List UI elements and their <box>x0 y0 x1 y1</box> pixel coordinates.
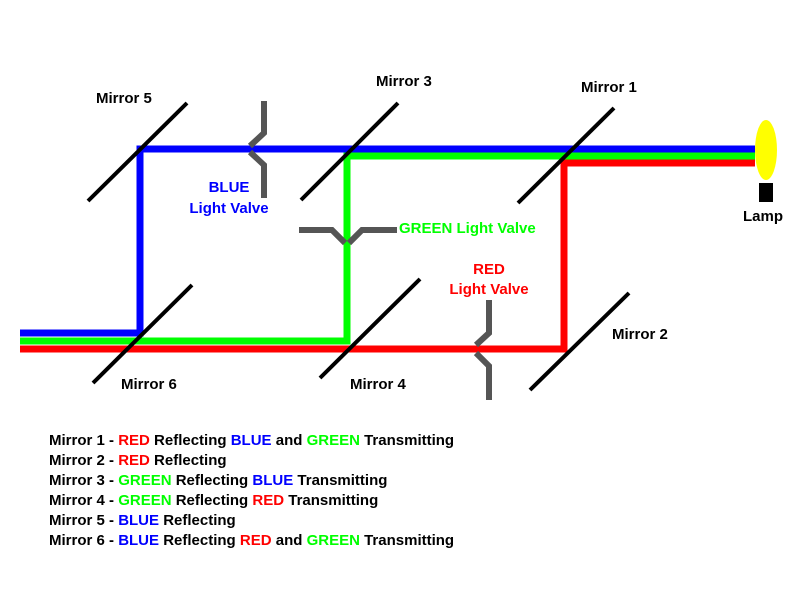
mirror-6 <box>91 283 194 385</box>
mirror-1 <box>516 106 616 205</box>
legend-line-6: Mirror 6 - BLUE Reflecting RED and GREEN… <box>49 531 454 551</box>
legend-line-2-segment: Reflecting <box>149 452 227 469</box>
legend-line-5-segment: BLUE <box>118 512 160 529</box>
blue-valve-label-line1: BLUE <box>209 179 250 196</box>
legend-line-3-segment: Mirror 3 - <box>49 472 119 489</box>
lamp <box>755 120 777 202</box>
legend-line-5-segment: Reflecting <box>159 512 236 529</box>
green-light-path <box>20 152 755 345</box>
legend-line-1-segment: Transmitting <box>359 432 455 449</box>
blue-valve-label-line2: Light Valve <box>189 200 268 217</box>
legend-line-3-segment: BLUE <box>252 472 294 489</box>
red-light-path <box>20 159 755 353</box>
mirror-5 <box>86 101 189 203</box>
legend-line-4-segment: GREEN <box>118 492 172 509</box>
mirror-4-label: Mirror 4 <box>350 376 407 393</box>
legend-line-6-segment: and <box>271 532 307 549</box>
red-valve-label-line1: RED <box>473 261 505 278</box>
lamp-bulb <box>755 120 777 180</box>
legend-line-4-segment: Transmitting <box>284 492 379 509</box>
legend-line-1-segment: GREEN <box>306 432 360 449</box>
legend-line-6-segment: Reflecting <box>159 532 240 549</box>
mirror-6-label: Mirror 6 <box>121 376 177 393</box>
mirror-3 <box>299 101 400 202</box>
mirror-5-label: Mirror 5 <box>96 90 152 107</box>
legend-line-2-segment: Mirror 2 - <box>49 452 119 469</box>
mirror-1-label: Mirror 1 <box>581 79 637 96</box>
mirror-legend: Mirror 1 - RED Reflecting BLUE and GREEN… <box>49 431 454 551</box>
mirror-4 <box>318 277 422 380</box>
legend-line-6-segment: Mirror 6 - <box>49 532 119 549</box>
legend-line-1-segment: and <box>271 432 307 449</box>
legend-line-4-segment: Reflecting <box>171 492 253 509</box>
legend-line-1: Mirror 1 - RED Reflecting BLUE and GREEN… <box>49 431 454 451</box>
legend-line-1-segment: Reflecting <box>149 432 231 449</box>
blue-light-valve <box>247 101 267 198</box>
blue-light-path <box>20 145 755 337</box>
labels: Mirror 1 Mirror 2 Mirror 3 Mirror 4 Mirr… <box>96 73 783 393</box>
green-valve-label: GREEN Light Valve <box>399 220 536 237</box>
legend-line-6-segment: RED <box>239 532 272 549</box>
legend-line-3-segment: Reflecting <box>171 472 253 489</box>
legend-line-2: Mirror 2 - RED Reflecting <box>49 451 454 471</box>
legend-line-1-segment: Mirror 1 - <box>49 432 119 449</box>
legend-line-5: Mirror 5 - BLUE Reflecting <box>49 511 454 531</box>
legend-line-6-segment: BLUE <box>118 532 160 549</box>
legend-line-6-segment: Transmitting <box>359 532 455 549</box>
mirror-2-label: Mirror 2 <box>612 326 668 343</box>
red-light-valve <box>473 300 492 400</box>
mirror-2 <box>528 291 631 392</box>
green-light-valve <box>299 227 397 246</box>
legend-line-2-segment: RED <box>118 452 150 469</box>
legend-line-6-segment: GREEN <box>306 532 360 549</box>
light-valves <box>247 101 492 400</box>
light-paths <box>20 145 755 353</box>
mirrors <box>86 101 631 392</box>
legend-line-4: Mirror 4 - GREEN Reflecting RED Transmit… <box>49 491 454 511</box>
legend-line-3: Mirror 3 - GREEN Reflecting BLUE Transmi… <box>49 471 454 491</box>
lamp-base <box>759 183 773 202</box>
mirror-3-label: Mirror 3 <box>376 73 432 90</box>
legend-line-1-segment: BLUE <box>230 432 272 449</box>
legend-line-4-segment: RED <box>252 492 285 509</box>
legend-line-5-segment: Mirror 5 - <box>49 512 119 529</box>
legend-line-3-segment: GREEN <box>118 472 172 489</box>
legend-line-1-segment: RED <box>118 432 150 449</box>
legend-line-3-segment: Transmitting <box>293 472 388 489</box>
red-valve-label-line2: Light Valve <box>449 281 528 298</box>
legend-line-4-segment: Mirror 4 - <box>49 492 119 509</box>
lamp-label: Lamp <box>743 208 783 225</box>
